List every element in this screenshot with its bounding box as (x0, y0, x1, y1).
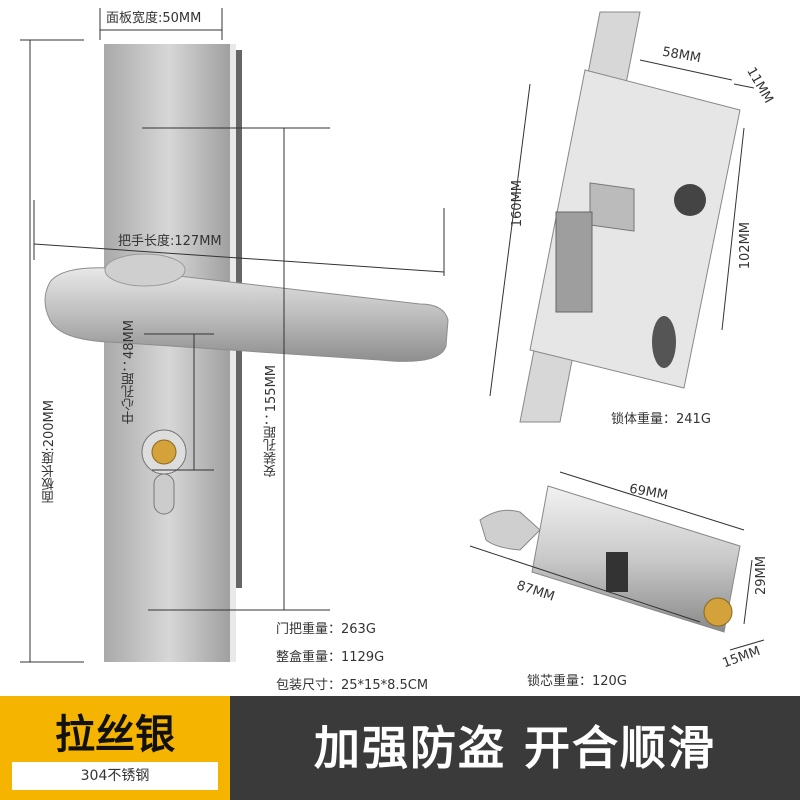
lock-body-height-label: 160MM (510, 180, 525, 228)
lock-body (519, 11, 741, 423)
panel-length-label: 面板长度:200MM (42, 400, 57, 504)
center-hole-label: 中心孔距：48MM (122, 320, 137, 424)
handle-weight-label: 门把重量：263G (276, 622, 376, 637)
lock-body-dimension-lines (489, 59, 755, 397)
cylinder-height-label: 29MM (754, 556, 769, 595)
lock-cylinder (479, 485, 741, 633)
lock-body-weight-label: 锁体重量：241G (611, 412, 711, 427)
color-name: 拉丝银 (55, 712, 175, 758)
install-hole-label: 安装孔距：155MM (264, 365, 279, 478)
cylinder-dimension-lines (469, 471, 765, 651)
package-size-label: 包装尺寸：25*15*8.5CM (276, 678, 429, 693)
lock-body-height2-label: 102MM (738, 222, 753, 270)
product-illustration (20, 8, 765, 663)
panel-width-label: 面板宽度:50MM (106, 11, 202, 26)
material-label: 304不锈钢 (12, 762, 218, 790)
color-badge: 拉丝银 304不锈钢 (0, 696, 230, 800)
box-weight-label: 整盒重量：1129G (276, 650, 385, 665)
handle-panel (44, 44, 449, 662)
dimension-lines (20, 8, 445, 663)
slogan: 加强防盗 开合顺滑 (230, 696, 800, 800)
handle-length-label: 把手长度:127MM (118, 234, 222, 249)
bottom-banner: 拉丝银 304不锈钢 加强防盗 开合顺滑 (0, 696, 800, 800)
cylinder-weight-label: 锁芯重量：120G (527, 674, 627, 689)
